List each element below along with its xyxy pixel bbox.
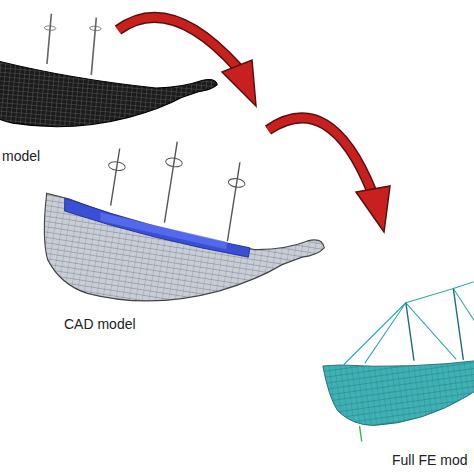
cad-ship: [32, 123, 337, 330]
fe-ship: [314, 271, 474, 445]
process-arrow: [118, 17, 256, 106]
model-label: model: [2, 148, 40, 164]
process-arrow: [268, 118, 390, 232]
model-label: CAD model: [64, 316, 136, 332]
model-label: Full FE mod: [392, 452, 467, 468]
